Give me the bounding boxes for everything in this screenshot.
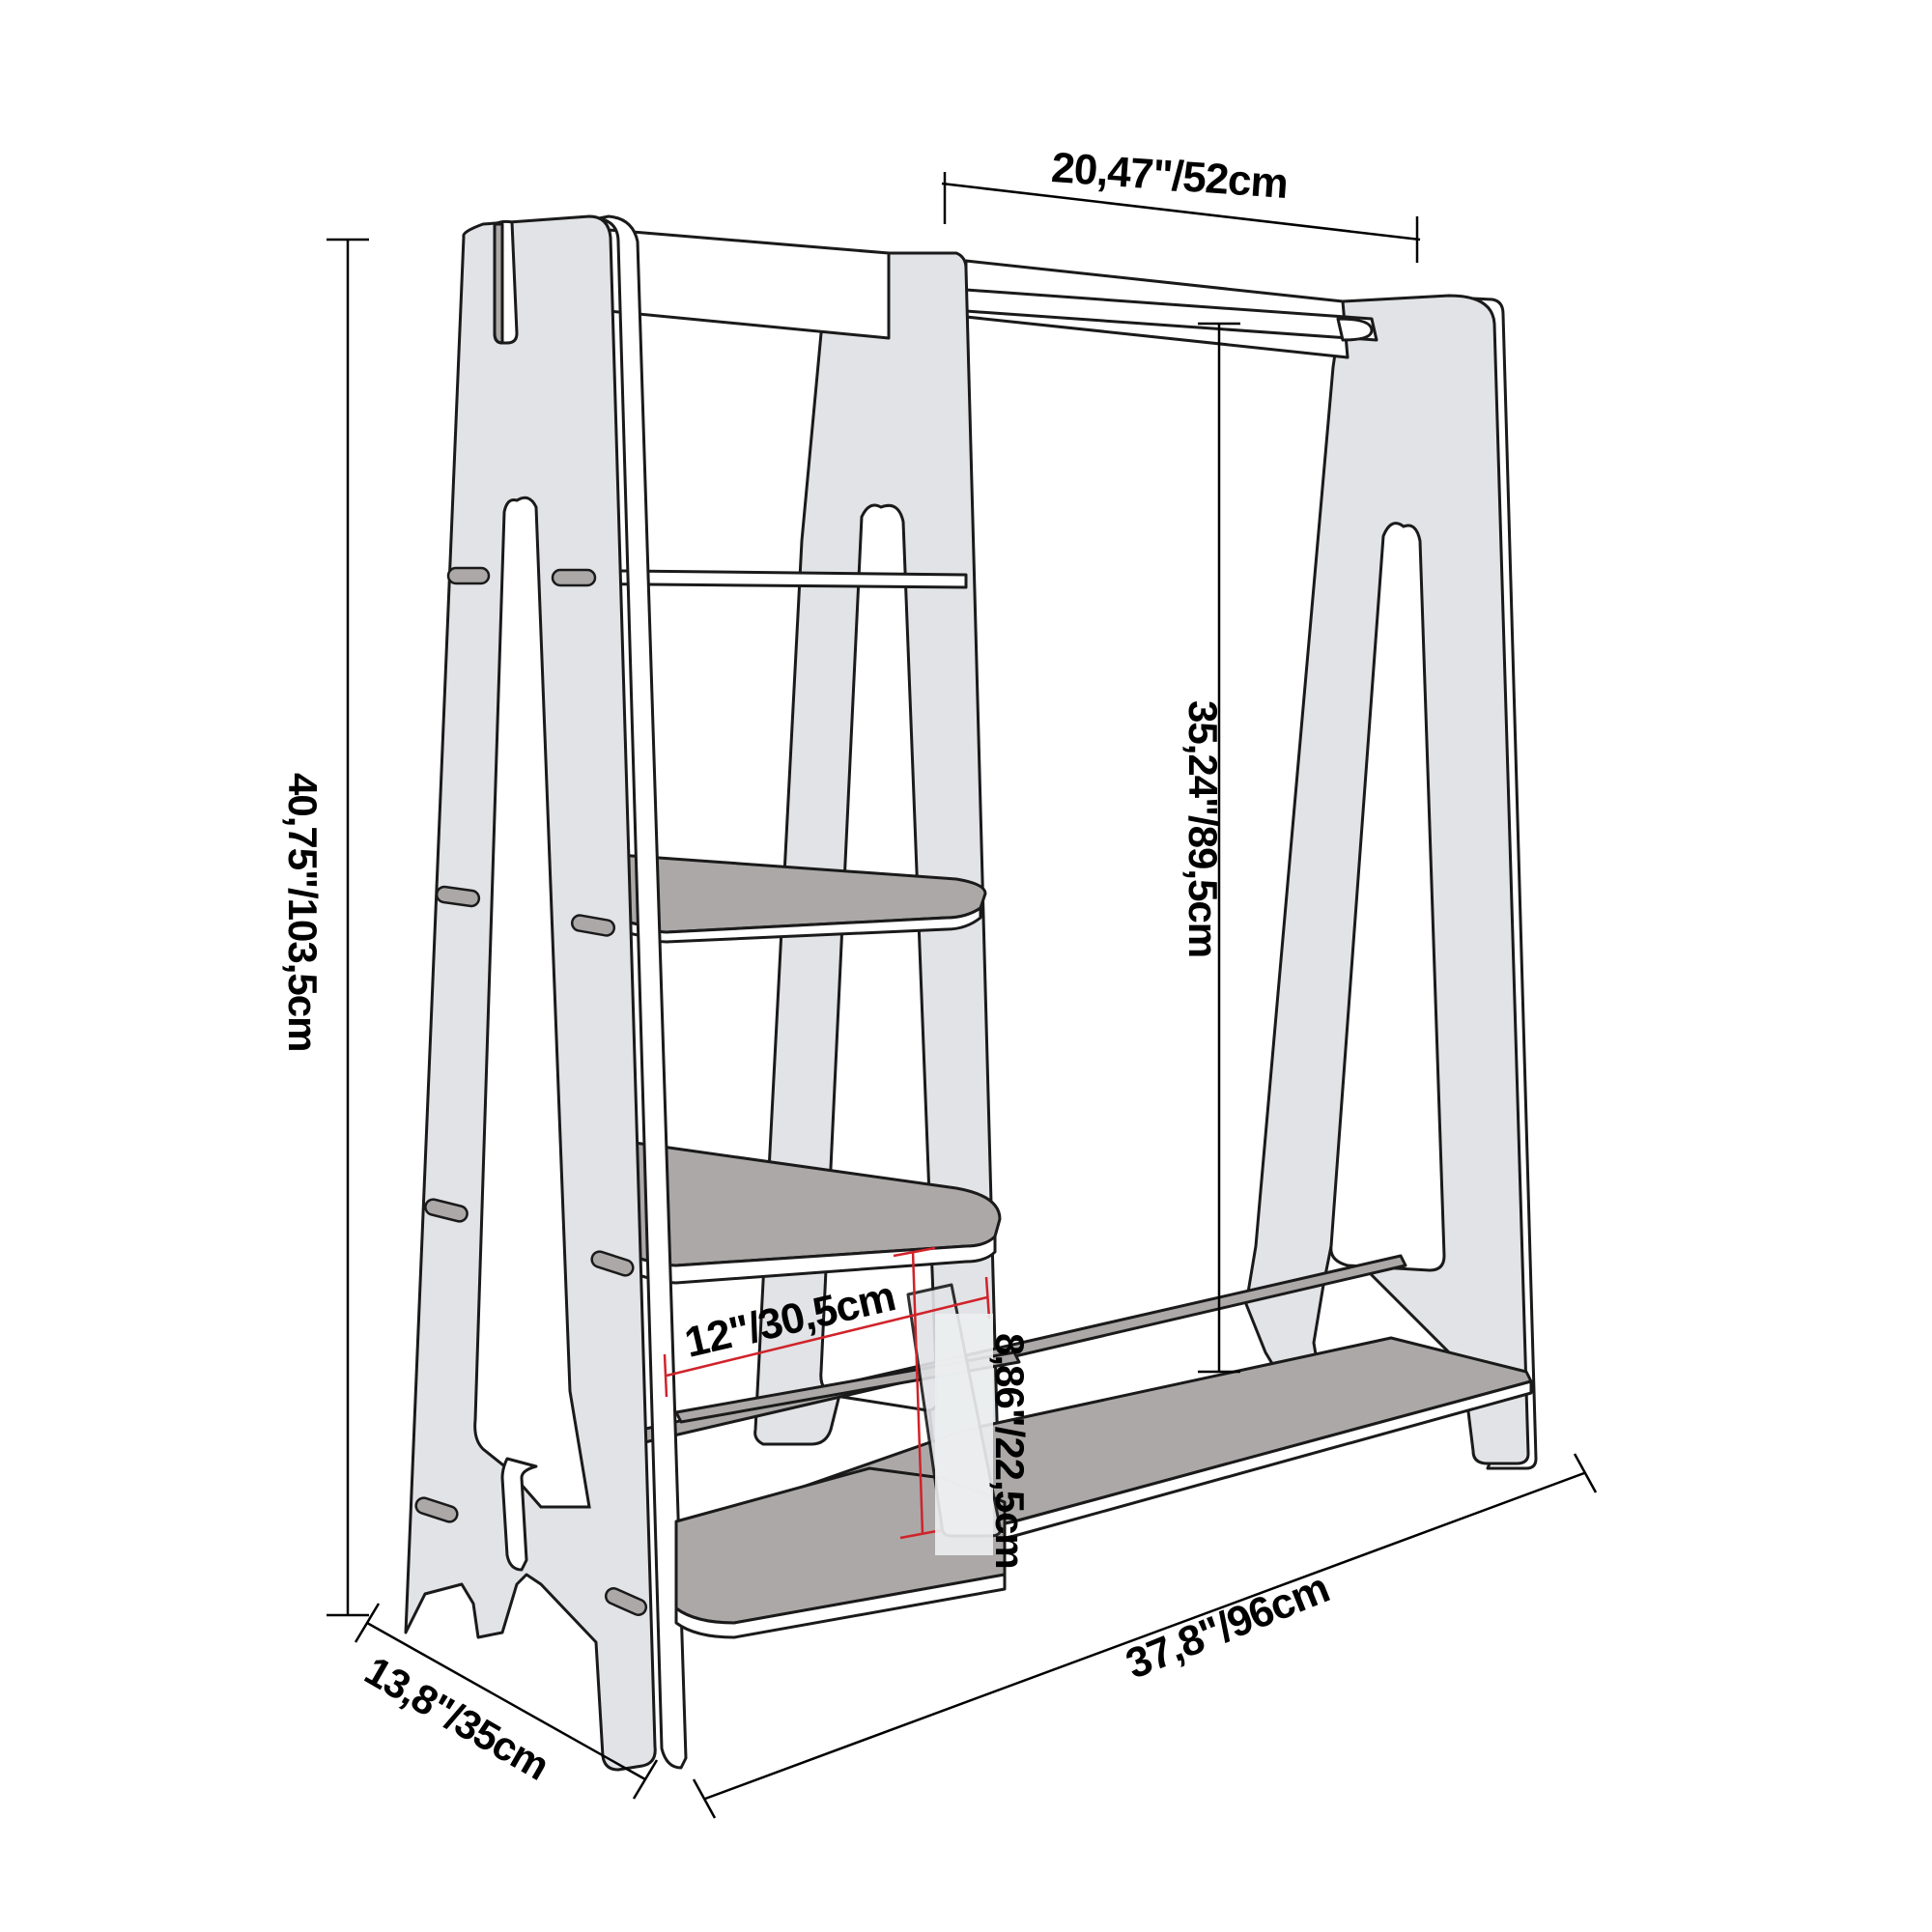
label-backing xyxy=(935,1314,993,1555)
front-bracket xyxy=(500,1457,538,1572)
slot xyxy=(446,566,491,585)
left-front-panel xyxy=(404,214,688,1772)
right-side-panel xyxy=(1244,294,1538,1470)
top-rail xyxy=(607,228,891,340)
dimension-lines xyxy=(327,172,1598,1819)
total-height-label: 40,75"/103,5cm xyxy=(280,773,326,1052)
inner-dimension-lines xyxy=(663,1246,991,1540)
shelf-spacing-label: 8,86"/22,5cm xyxy=(987,1333,1033,1569)
hanging-rail xyxy=(964,259,1378,359)
slot xyxy=(551,568,597,587)
hanging-height-label: 35,24"/89,5cm xyxy=(1180,700,1226,958)
